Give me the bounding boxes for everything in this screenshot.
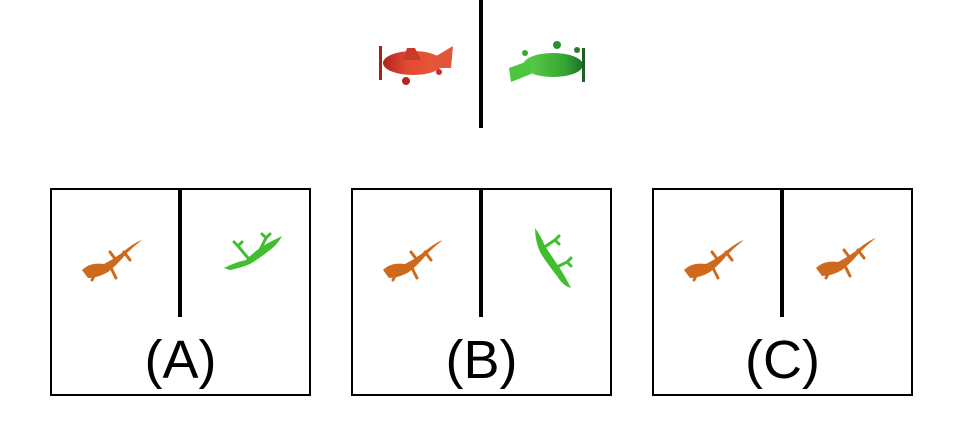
orange-lizard-icon [682, 236, 746, 284]
green-airplane-icon [505, 38, 590, 88]
green-lizard-rotated-icon [529, 226, 577, 290]
orange-lizard-icon [814, 234, 878, 282]
prompt-divider [479, 0, 483, 128]
option-a-label: (A) [144, 330, 217, 390]
option-c-divider [780, 190, 784, 317]
option-c-label: (C) [745, 330, 820, 390]
option-c[interactable]: (C) [652, 188, 913, 396]
red-airplane-icon [375, 38, 460, 88]
prompt-pair [360, 0, 610, 130]
option-b[interactable]: (B) [351, 188, 612, 396]
orange-lizard-icon [80, 236, 144, 284]
green-lizard-icon [220, 228, 284, 276]
option-a-divider [178, 190, 182, 317]
orange-lizard-icon [381, 236, 445, 284]
option-b-label: (B) [445, 330, 518, 390]
option-a[interactable]: (A) [50, 188, 311, 396]
option-b-divider [479, 190, 483, 317]
